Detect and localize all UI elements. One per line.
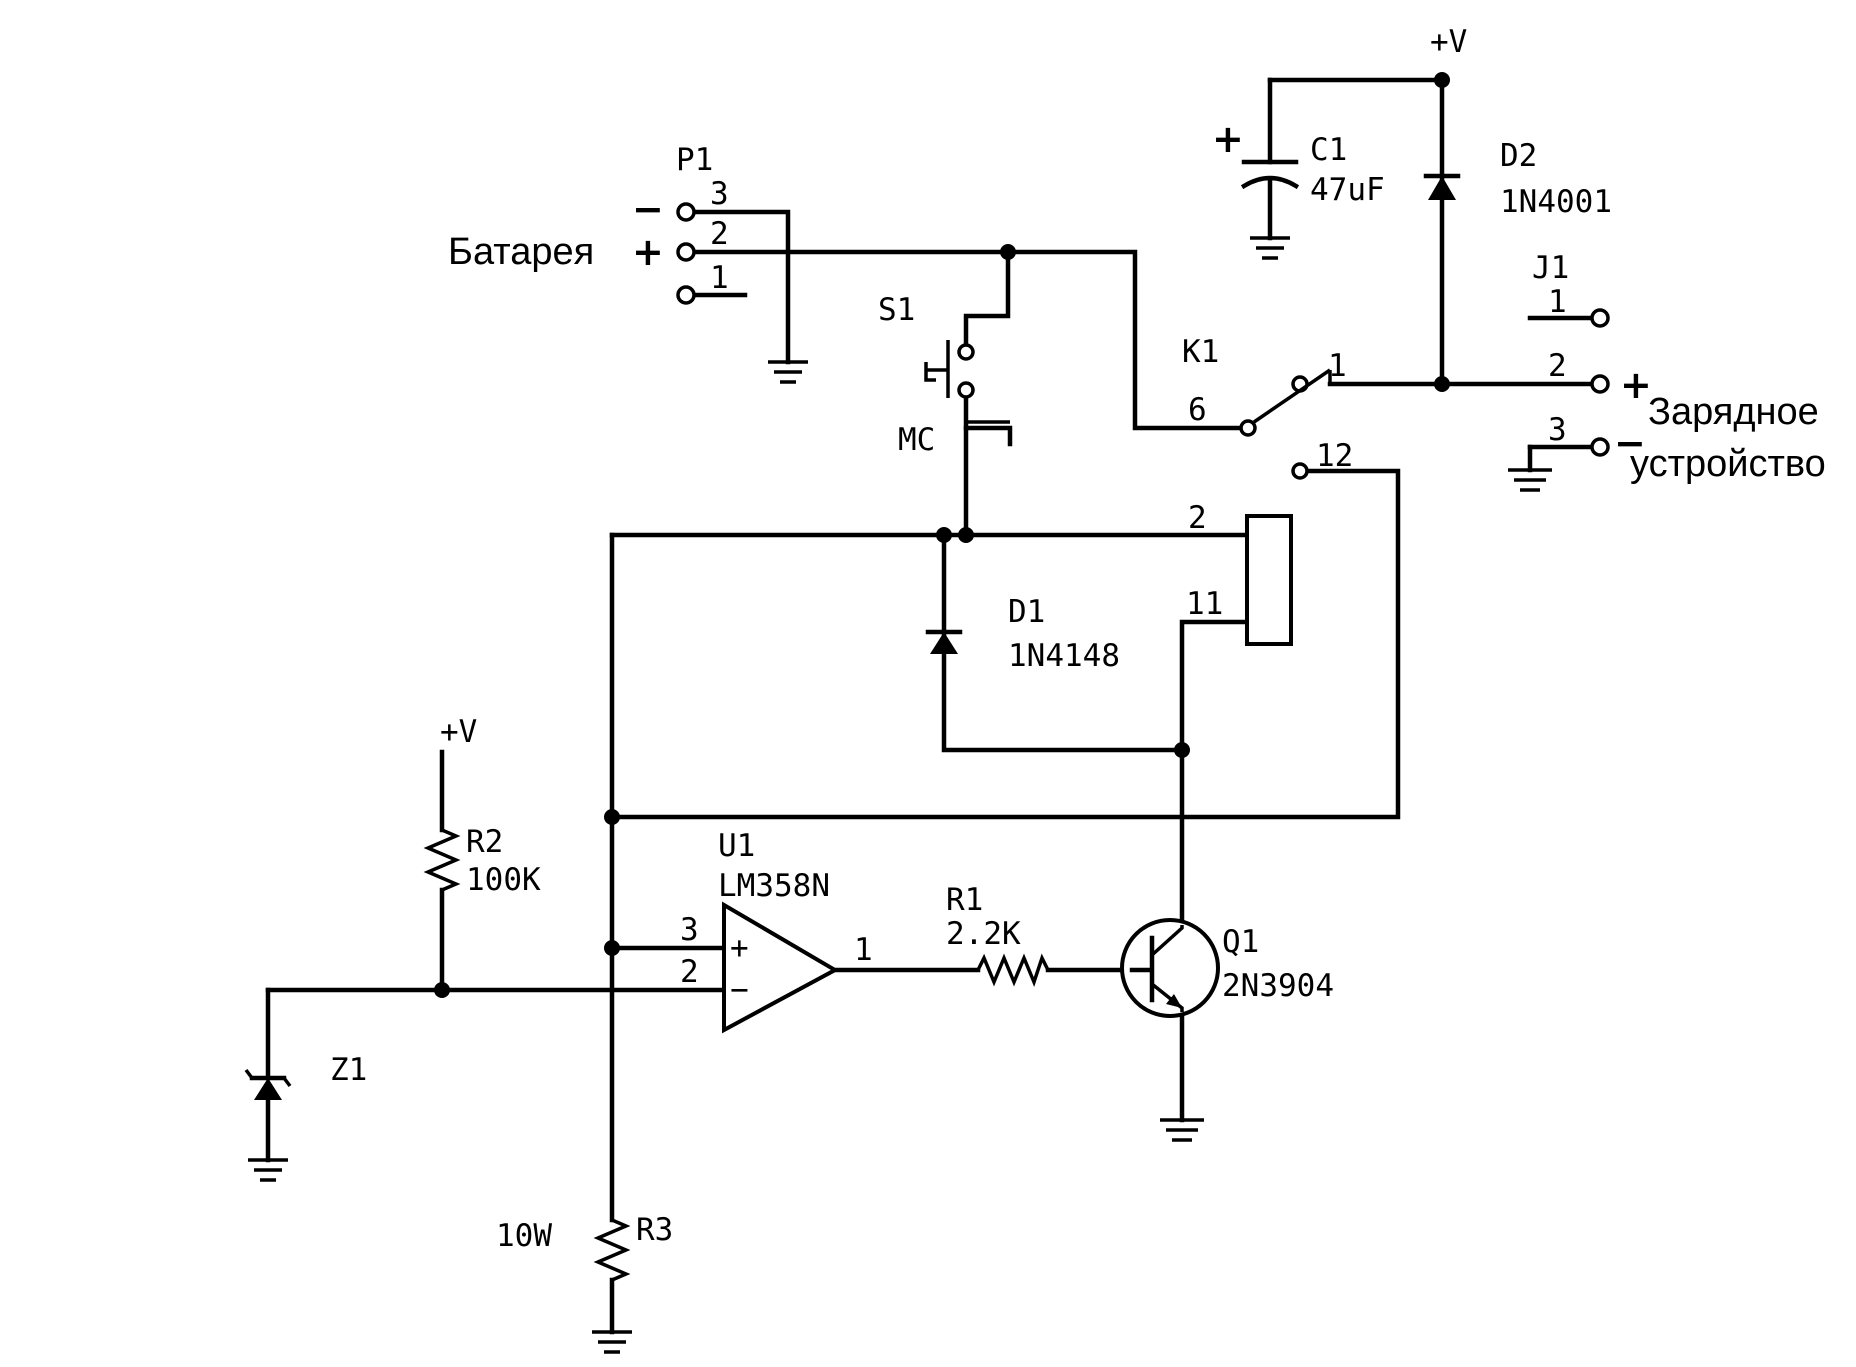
resistor-r2: +V R2 100K (423, 714, 541, 898)
r1-value: 2.2K (946, 916, 1021, 952)
ground-z1 (248, 1158, 288, 1182)
mc-label: MC (898, 422, 935, 458)
relay-coil (1245, 514, 1293, 646)
op-plus-sign: + (730, 930, 749, 966)
c1-plus-sign: + (1212, 117, 1244, 161)
charger-label-line2: устройство (1630, 443, 1826, 485)
d1-label: D1 (1008, 594, 1045, 630)
capacitor-c1: + C1 47uF (1212, 117, 1385, 208)
d2-label: D2 (1500, 138, 1537, 174)
resistor-r3: 10W R3 (496, 1212, 673, 1282)
u1-pin2-label: 2 (680, 954, 699, 990)
d1-value: 1N4148 (1008, 638, 1120, 674)
battery-label: Батарея (448, 231, 594, 273)
r3-power-label: 10W (496, 1218, 552, 1254)
k1-pin12-label: 12 (1316, 438, 1353, 474)
u1-value: LM358N (718, 868, 830, 904)
r3-label: R3 (636, 1212, 673, 1248)
battery-plus-sign: + (632, 230, 664, 274)
r2-value: 100K (466, 862, 541, 898)
ground-j1 (1508, 468, 1552, 492)
k1-pin1-label: 1 (1328, 348, 1347, 384)
q1-label: Q1 (1222, 924, 1259, 960)
j1-pin2-label: 2 (1548, 348, 1567, 384)
wires (265, 77, 1595, 1335)
ground-r3 (592, 1330, 632, 1354)
battery-minus-sign: − (632, 187, 664, 231)
opamp-u1: + − U1 LM358N 3 2 1 (680, 828, 873, 1034)
switch-s1: S1 MC (878, 292, 1010, 458)
transistor-q1: Q1 2N3904 (1120, 918, 1334, 1018)
diode-d1: D1 1N4148 (925, 594, 1120, 674)
charger-plus-sign: + (1620, 363, 1652, 407)
connector-p1: P1 3 2 1 − + Батарея (448, 142, 729, 305)
resistor-r1: R1 2.2K (946, 882, 1050, 987)
ground-p1 (768, 360, 808, 384)
r2-label: R2 (466, 824, 503, 860)
j1-pin3-label: 3 (1548, 412, 1567, 448)
u1-label: U1 (718, 828, 755, 864)
u1-pin1-label: 1 (854, 932, 873, 968)
k1-label: K1 (1182, 334, 1219, 370)
p1-pin1-label: 1 (710, 260, 729, 296)
charger-minus-sign: − (1614, 421, 1646, 465)
j1-label: J1 (1532, 250, 1569, 286)
ground-c1 (1250, 236, 1290, 260)
k1-pin2-label: 2 (1188, 500, 1207, 536)
p1-pin3-label: 3 (710, 176, 729, 212)
zener-z1: Z1 (244, 1052, 367, 1100)
j1-pin1-label: 1 (1548, 284, 1567, 320)
c1-label: C1 (1310, 132, 1347, 168)
z1-label: Z1 (330, 1052, 367, 1088)
op-minus-sign: − (730, 972, 749, 1008)
diode-d2: D2 1N4001 (1423, 138, 1612, 220)
d2-value: 1N4001 (1500, 184, 1612, 220)
charger-label-line1: Зарядное (1648, 391, 1819, 433)
q1-value: 2N3904 (1222, 968, 1334, 1004)
p1-pin2-label: 2 (710, 216, 729, 252)
u1-pin3-label: 3 (680, 912, 699, 948)
ground-q1 (1160, 1118, 1204, 1142)
s1-label: S1 (878, 292, 915, 328)
vplus-top-label: +V (1430, 24, 1467, 60)
c1-value: 47uF (1310, 172, 1385, 208)
vplus-left-label: +V (440, 714, 477, 750)
r1-label: R1 (946, 882, 983, 918)
k1-pin11-label: 11 (1186, 586, 1223, 622)
connector-j1: J1 1 2 3 + − Зарядное устройство (1532, 250, 1826, 485)
relay-k1: K1 1 6 12 2 11 (1182, 334, 1353, 646)
junctions (434, 72, 1450, 998)
p1-label: P1 (676, 142, 713, 178)
k1-pin6-label: 6 (1188, 392, 1207, 428)
